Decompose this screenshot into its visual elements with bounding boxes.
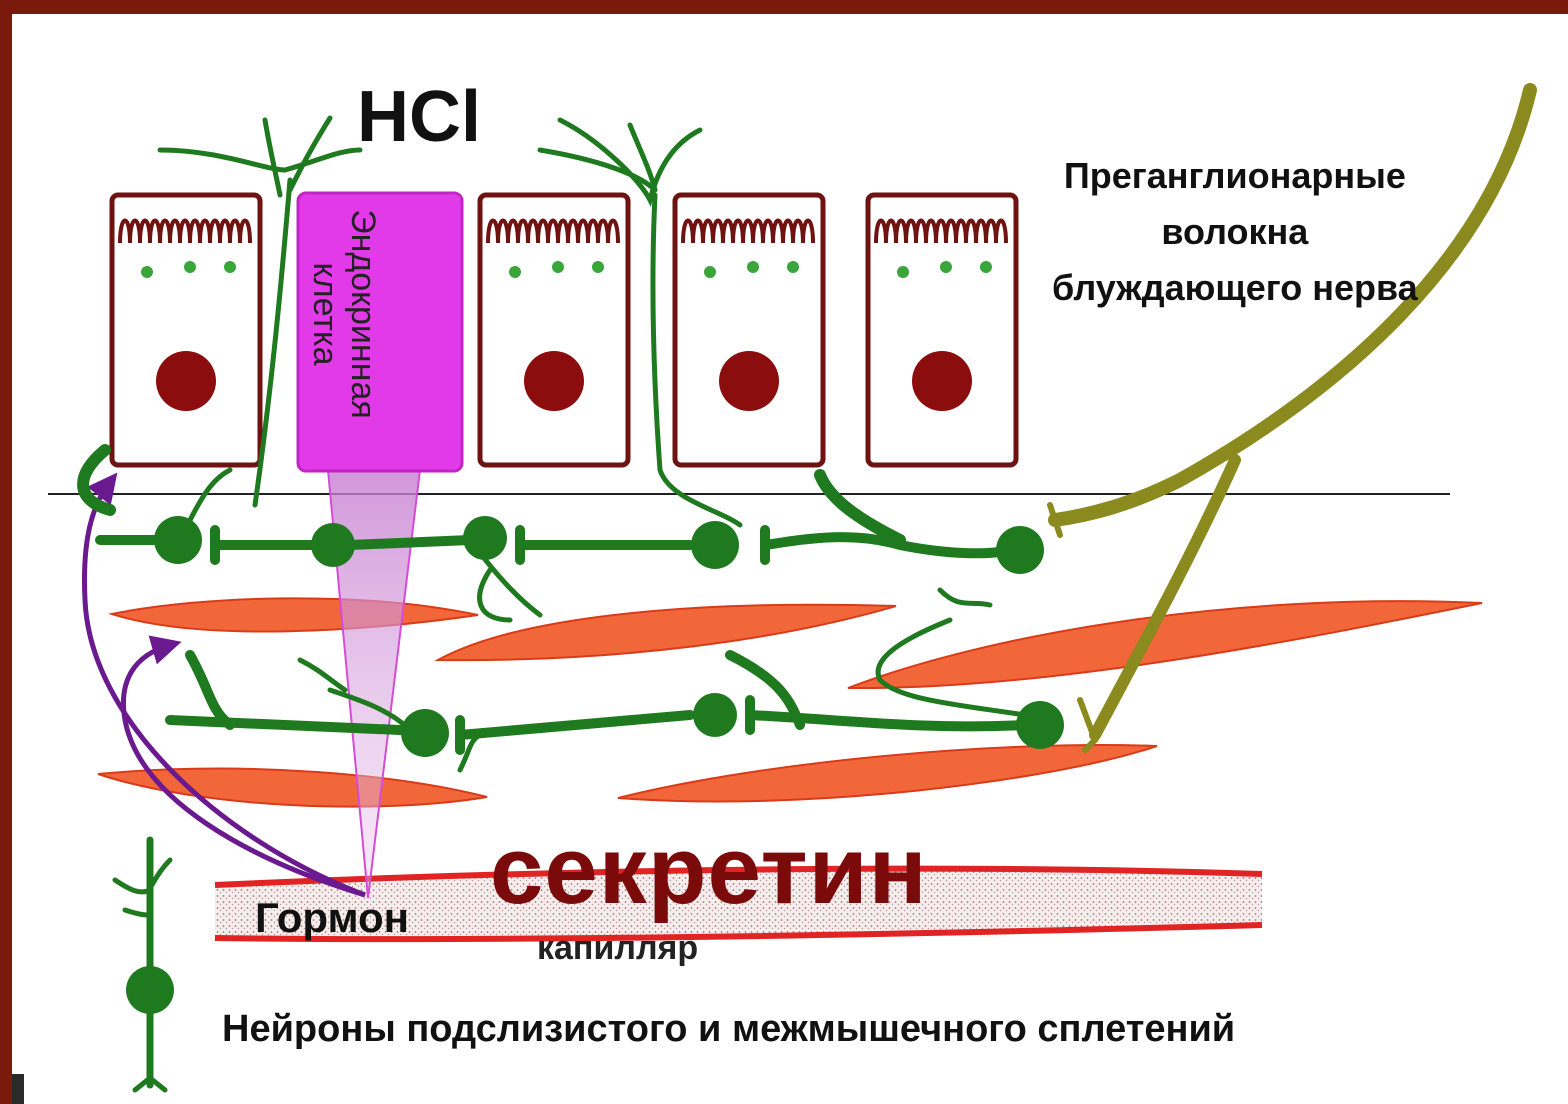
neuron-soma: [996, 526, 1044, 574]
vagus-label-line-1: Преганглионарные: [1052, 148, 1418, 204]
neuron-soma: [311, 523, 355, 567]
parietal-cell: [868, 195, 1016, 465]
parietal-cell: [112, 195, 260, 465]
endocrine-label-line-2: клетка: [306, 194, 344, 434]
muscle-cell: [98, 769, 487, 807]
neurons-caption: Нейроны подслизистого и межмышечного спл…: [222, 1008, 1235, 1051]
epithelial-cells: [112, 195, 1016, 465]
vagus-fibers-label: Преганглионарные волокна блуждающего нер…: [1052, 148, 1418, 316]
neuron-soma: [693, 693, 737, 737]
neuron-soma: [691, 521, 739, 569]
neuron-soma: [126, 966, 174, 1014]
secretin-label: секретин: [490, 816, 928, 926]
capillary-label: капилляр: [537, 929, 698, 968]
neuron-soma: [1016, 701, 1064, 749]
vagus-label-line-3: блуждающего нерва: [1052, 260, 1418, 316]
neuron-soma: [154, 516, 202, 564]
parietal-cell: [675, 195, 823, 465]
hcl-label: HCl: [357, 76, 481, 158]
hormone-label: Гормон: [255, 894, 409, 942]
endocrine-cell-label: Эндокринная клетка: [306, 194, 382, 434]
diagram-canvas: HCl Преганглионарные волокна блуждающего…: [12, 14, 1568, 1104]
muscle-cell: [618, 745, 1157, 801]
parietal-cell: [480, 195, 628, 465]
muscle-cell: [112, 598, 478, 631]
neuron-soma: [401, 709, 449, 757]
neuron-soma: [463, 516, 507, 560]
endocrine-label-line-1: Эндокринная: [344, 194, 382, 434]
vagus-label-line-2: волокна: [1052, 204, 1418, 260]
frame-corner: [12, 1074, 24, 1104]
muscle-cell: [438, 605, 896, 660]
